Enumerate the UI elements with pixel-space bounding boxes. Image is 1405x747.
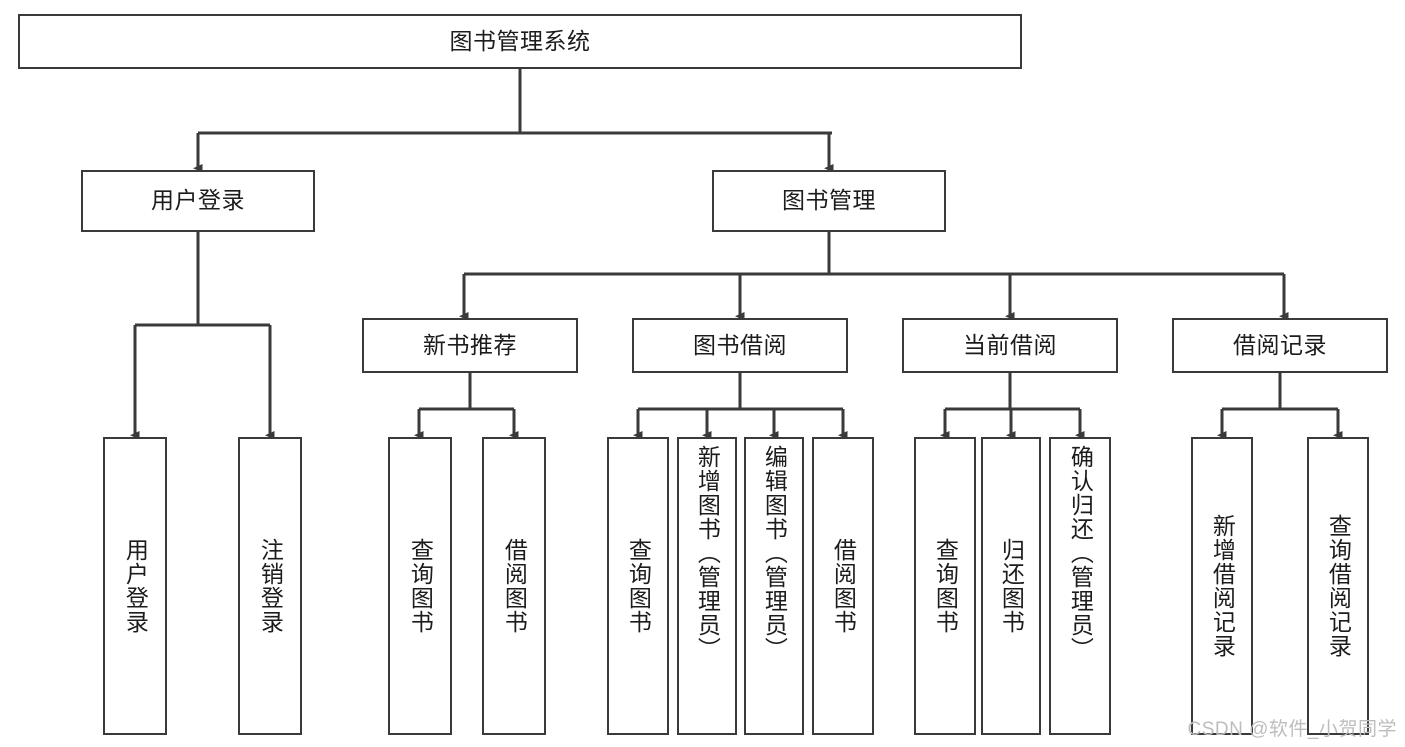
leaf-current-borrow-confirm[interactable]: 确认归还（管理员）: [1049, 437, 1111, 735]
node-user-login[interactable]: 用户登录: [81, 170, 315, 232]
leaf-user-login-signin[interactable]: 用户登录: [103, 437, 167, 735]
node-user-login-label: 用户登录: [151, 187, 245, 214]
node-current-borrow[interactable]: 当前借阅: [902, 318, 1118, 373]
leaf-book-borrow-edit-label: 编辑图书（管理员）: [761, 445, 788, 661]
edges-borrow-record: [1217, 373, 1343, 440]
node-root-system[interactable]: 图书管理系统: [18, 14, 1022, 69]
edges-current-borrow: [940, 373, 1085, 440]
node-root-system-label: 图书管理系统: [449, 27, 591, 54]
edges-new-book: [414, 373, 519, 440]
leaf-book-borrow-add-label: 新增图书（管理员）: [694, 445, 721, 661]
node-book-management[interactable]: 图书管理: [712, 170, 946, 232]
leaf-book-borrow-lend-label: 借阅图书: [830, 538, 857, 634]
node-book-borrow[interactable]: 图书借阅: [632, 318, 848, 373]
leaf-borrow-record-query-label: 查询借阅记录: [1325, 514, 1352, 658]
leaf-current-borrow-query[interactable]: 查询图书: [914, 437, 976, 735]
node-borrow-record[interactable]: 借阅记录: [1172, 318, 1388, 373]
node-new-book-recommend-label: 新书推荐: [423, 331, 517, 358]
leaf-user-login-signout[interactable]: 注销登录: [238, 437, 302, 735]
leaf-book-borrow-query[interactable]: 查询图书: [607, 437, 669, 735]
leaf-current-borrow-query-label: 查询图书: [932, 538, 959, 634]
leaf-book-borrow-lend[interactable]: 借阅图书: [812, 437, 874, 735]
leaf-new-book-query-label: 查询图书: [407, 538, 434, 634]
leaf-new-book-query[interactable]: 查询图书: [388, 437, 452, 735]
node-book-management-label: 图书管理: [782, 187, 876, 214]
leaf-new-book-borrow-label: 借阅图书: [501, 538, 528, 634]
leaf-current-borrow-return-label: 归还图书: [998, 538, 1025, 634]
edges-user-login: [130, 232, 275, 440]
leaf-current-borrow-confirm-label: 确认归还（管理员）: [1067, 445, 1094, 661]
leaf-book-borrow-add[interactable]: 新增图书（管理员）: [677, 437, 737, 735]
leaf-borrow-record-add[interactable]: 新增借阅记录: [1191, 437, 1253, 735]
edges-book-borrow: [633, 373, 848, 440]
leaf-user-login-signout-label: 注销登录: [257, 538, 284, 634]
leaf-current-borrow-return[interactable]: 归还图书: [981, 437, 1041, 735]
leaf-book-borrow-edit[interactable]: 编辑图书（管理员）: [744, 437, 804, 735]
node-new-book-recommend[interactable]: 新书推荐: [362, 318, 578, 373]
node-current-borrow-label: 当前借阅: [963, 331, 1057, 358]
leaf-book-borrow-query-label: 查询图书: [625, 538, 652, 634]
leaf-borrow-record-add-label: 新增借阅记录: [1209, 514, 1236, 658]
leaf-new-book-borrow[interactable]: 借阅图书: [482, 437, 546, 735]
leaf-user-login-signin-label: 用户登录: [122, 538, 149, 634]
edges-book-manage: [459, 232, 1289, 321]
edges-root: [193, 68, 834, 173]
node-borrow-record-label: 借阅记录: [1233, 331, 1327, 358]
node-book-borrow-label: 图书借阅: [693, 331, 787, 358]
leaf-borrow-record-query[interactable]: 查询借阅记录: [1307, 437, 1369, 735]
